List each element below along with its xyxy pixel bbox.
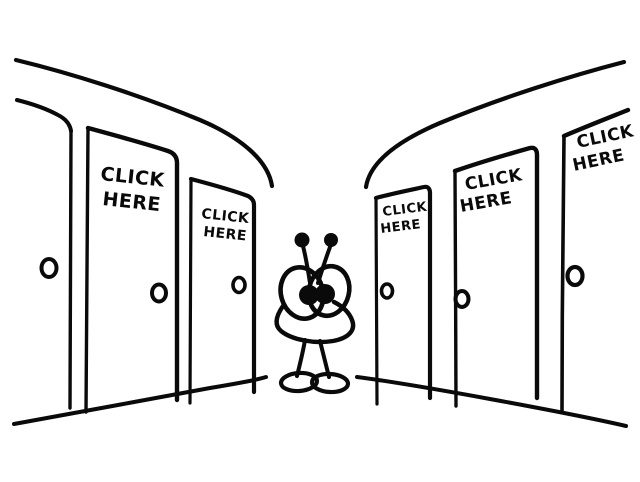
left-door-1-hinge-edge bbox=[84, 126, 90, 414]
right-door-1[interactable]: CLICK HERE bbox=[373, 184, 433, 406]
left-door-1[interactable]: CLICK HERE bbox=[84, 125, 180, 414]
doorknob-left-near[interactable] bbox=[39, 257, 59, 279]
left-door-1-frame bbox=[85, 125, 180, 403]
left-door-2-label-line1: CLICK bbox=[201, 206, 251, 227]
ceiling-line-left bbox=[13, 57, 275, 189]
ceiling-line-right bbox=[363, 59, 627, 190]
doorknob-right-door-1[interactable] bbox=[379, 282, 395, 300]
left-door-2-hinge-edge bbox=[188, 177, 193, 405]
foot-left bbox=[278, 370, 320, 394]
alien-character[interactable] bbox=[274, 232, 356, 395]
left-door-2-label-line2: HERE bbox=[203, 224, 248, 244]
floor-line-left bbox=[12, 375, 268, 426]
antenna-left-tip bbox=[294, 232, 310, 248]
right-door-1-label-line2: HERE bbox=[380, 217, 422, 237]
right-door-1-hinge-edge bbox=[374, 196, 379, 406]
left-wall-top-edge bbox=[15, 98, 73, 133]
floor-line-right bbox=[355, 375, 628, 428]
left-door-2-frame bbox=[188, 176, 257, 395]
antenna-right-tip bbox=[324, 233, 338, 247]
body-shell bbox=[274, 299, 356, 345]
right-door-3-top-edge bbox=[561, 107, 631, 139]
right-door-2-frame bbox=[452, 145, 540, 401]
doorknob-left-door-1[interactable] bbox=[150, 282, 168, 304]
right-door-3-hinge-edge bbox=[560, 134, 566, 414]
left-door-2[interactable]: CLICK HERE bbox=[188, 176, 257, 405]
left-near-panel-edge bbox=[68, 129, 73, 410]
doorknob-right-door-2[interactable] bbox=[453, 289, 471, 309]
right-door-2-hinge-edge bbox=[453, 169, 458, 408]
right-door-1-label-line1: CLICK bbox=[382, 200, 429, 220]
doorknob-left-door-2[interactable] bbox=[231, 275, 247, 295]
pupil-left bbox=[299, 285, 319, 305]
doorknob-right-door-3[interactable] bbox=[565, 264, 585, 288]
foot-right bbox=[309, 371, 351, 395]
right-door-1-frame bbox=[373, 184, 433, 401]
pupil-right bbox=[315, 284, 335, 304]
left-wall-group: CLICK HERE CLICK HERE bbox=[12, 57, 275, 426]
